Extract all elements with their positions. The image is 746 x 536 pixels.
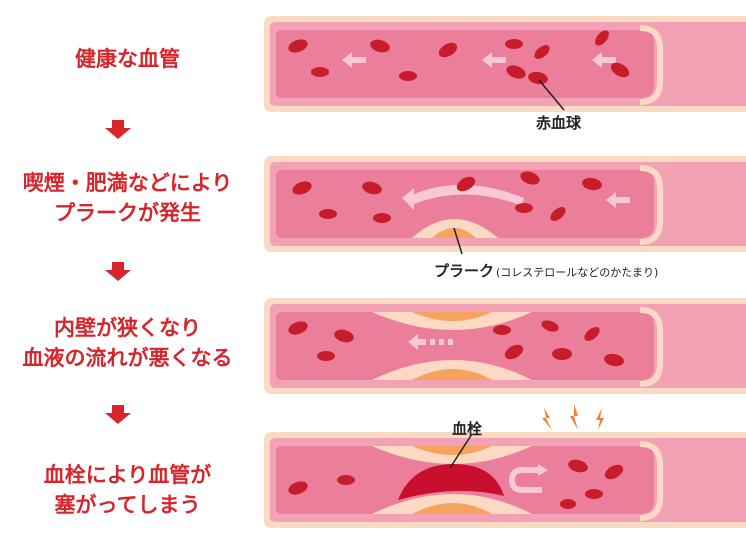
flow-arrow-icon: [408, 334, 453, 350]
stage-label-healthy: 健康な血管: [75, 47, 180, 71]
callout-red-blood-cell: 赤血球: [536, 114, 582, 132]
red-blood-cells: [288, 30, 630, 85]
plaque-deposit-top: [412, 312, 492, 321]
thrombus: [398, 464, 504, 500]
vessel-blocked: [264, 432, 746, 528]
vessel-plaque: [264, 156, 746, 255]
plaque-deposit-bottom: [412, 369, 492, 380]
plaque-deposit: [432, 228, 476, 238]
u-turn-arrow-icon: [508, 467, 542, 493]
vessel-narrowed: [264, 298, 746, 394]
callout-plaque-note: (コレステロールなどのかたまり): [496, 266, 659, 279]
callout-plaque-label: プラーク: [434, 262, 495, 280]
stage-label-blocked: 血栓により血管が 塞がってしまう: [43, 463, 212, 517]
callout-thrombus: 血栓: [452, 420, 483, 438]
flow-arrow-icon: [342, 52, 616, 68]
stage-label-narrowed: 内壁が狭くなり 血液の流れが悪くなる: [22, 316, 233, 370]
lightning-icon: [542, 404, 604, 430]
callout-plaque: プラーク(コレステロールなどのかたまり): [434, 260, 658, 281]
flow-arrow-icon: [402, 184, 630, 210]
stage-label-plaque-forms: 喫煙・肥満などにより プラークが発生: [22, 171, 233, 225]
vessel-healthy: [264, 16, 746, 112]
